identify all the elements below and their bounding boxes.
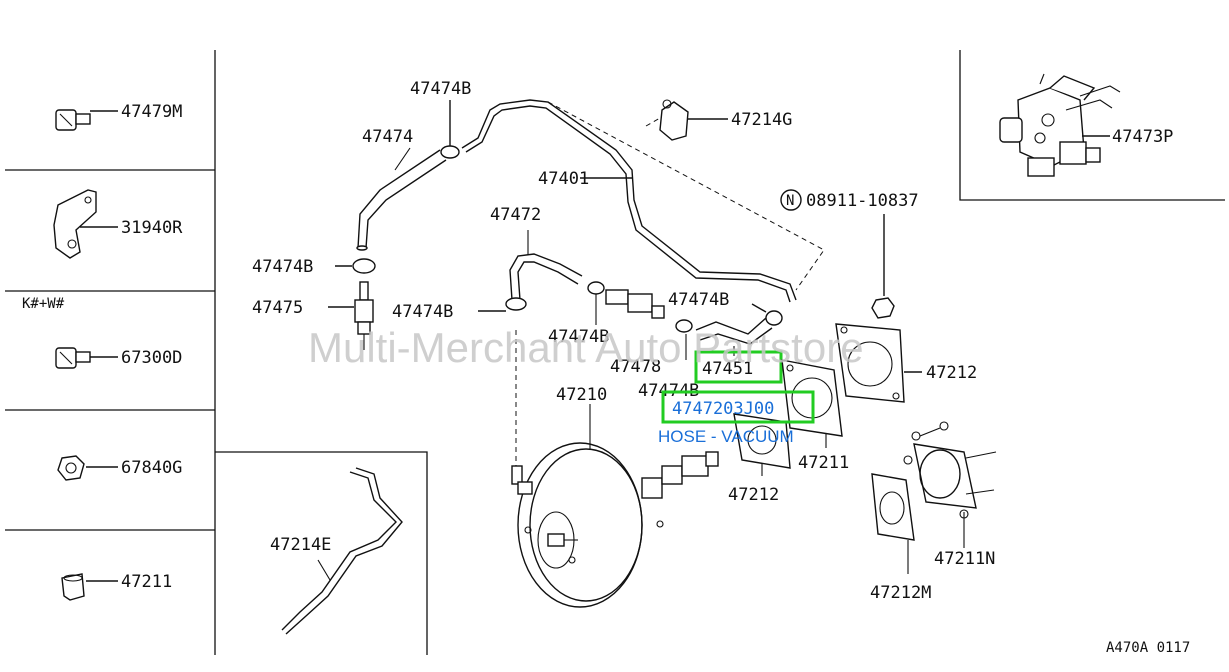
pipe-47214e [281,467,403,635]
callout-label: 47212M [870,583,931,603]
callout-label: 47474B [392,302,453,322]
clamp-47474b [440,145,460,159]
variant-note: K#+W# [22,296,65,312]
hose-47472 [509,253,583,301]
routing-guide-line [547,101,825,291]
callout-label: 47210 [556,385,607,405]
brake-booster-47210 [517,442,719,608]
callout-label: 47478 [610,357,661,377]
booster-check-fitting [511,465,533,495]
callout-label: 47474 [362,127,413,147]
callout-label: 47214G [731,110,792,130]
nut-marker-circle [780,189,802,211]
clamp-47474b [352,258,376,274]
vacuum-pipe-47401 [461,99,797,303]
callout-label: 47474B [410,79,471,99]
bolt-icon [55,109,91,131]
highlight-box[interactable] [694,350,783,384]
grommet-icon [61,573,85,601]
side-part-label: 67300D [121,348,182,368]
gasket-47212m [871,473,915,541]
bracket-icon [53,189,97,259]
hose-47474 [356,149,447,251]
side-part-label: 67840G [121,458,182,478]
side-part-label: 47479M [121,102,182,122]
inset-right-frame [959,50,1225,201]
side-part-label: 31940R [121,218,183,238]
gasket-47212 [733,413,791,469]
callout-label: 47212 [728,485,779,505]
callout-label: 47473P [1112,127,1173,147]
leader-line [317,559,331,581]
nut-icon [57,455,85,481]
selected-part-description[interactable]: HOSE - VACUUM [658,427,794,446]
routing-guide-line [645,117,661,127]
callout-label: 47214E [270,535,331,555]
figure-code: A470A 0117 [1106,640,1190,656]
clamp-47474b [765,310,783,326]
clamp-47474b [505,297,527,311]
callout-label: 47401 [538,169,589,189]
selected-part-highlight[interactable] [661,390,815,424]
inset-left-frame [215,451,428,655]
leader-line [751,303,767,313]
vacuum-connector [605,289,665,319]
watermark: Multi-Merchant Auto Partstore [308,324,864,371]
callout-label: 47211 [798,453,849,473]
clamp-47474b [587,281,605,295]
nut-08911 [871,297,895,319]
hose-47451 [675,317,773,345]
nut-marker-letter: N [786,193,794,209]
side-part-label: 47211 [121,572,172,592]
spacer-47211n [903,421,997,519]
callout-label: 47474B [548,327,609,347]
callout-label: 47474B [668,290,729,310]
valve-assembly-47473p [999,73,1121,177]
callout-label: 47475 [252,298,303,318]
bolt-icon [55,347,91,369]
callout-label: 08911-10837 [806,191,919,211]
callout-label: 47474B [252,257,313,277]
callout-label[interactable]: 47451 [702,359,753,379]
clip-47214g [659,99,689,141]
gasket-47212 [835,323,905,403]
leader-line [394,147,411,171]
callout-label: 47472 [490,205,541,225]
check-valve-47475 [354,281,374,350]
callout-label: 47211N [934,549,995,569]
callout-label: 47212 [926,363,977,383]
selected-part-number[interactable]: 4747203J00 [672,399,774,419]
